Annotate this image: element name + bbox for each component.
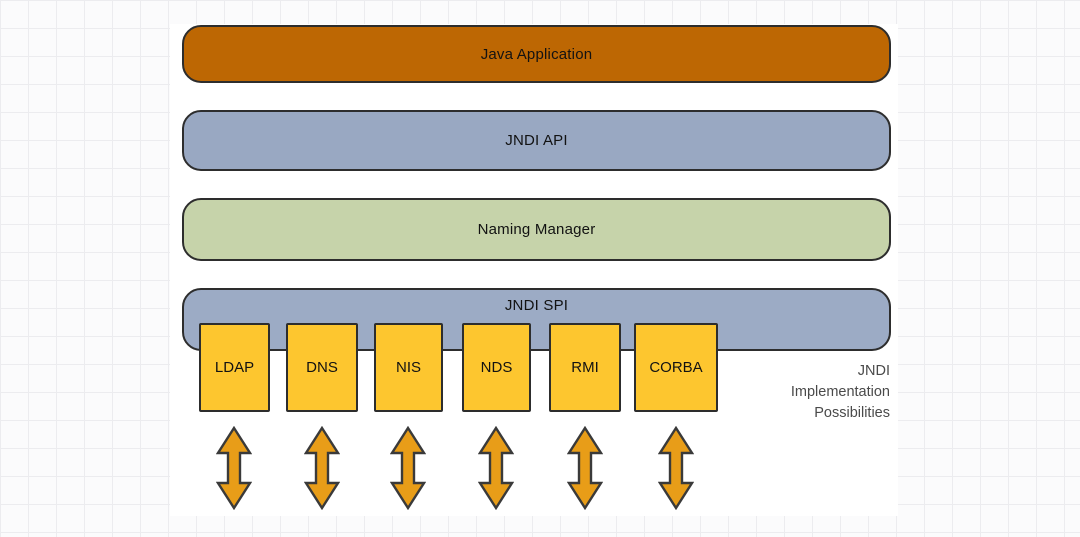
annotation-line-3: Possibilities [814, 405, 890, 421]
impl-box-rmi-label: RMI [571, 359, 599, 376]
impl-box-ldap: LDAP [199, 323, 270, 412]
layer-java-application: Java Application [182, 25, 891, 83]
up-down-arrow-icon [478, 426, 514, 510]
annotation-line-1: JNDI [857, 363, 890, 379]
diagram-background [170, 24, 898, 516]
layer-jndi-api-label: JNDI API [505, 132, 568, 149]
layer-java-application-label: Java Application [480, 45, 593, 63]
layer-naming-manager-label: Naming Manager [477, 221, 596, 238]
jndi-implementation-annotation: JNDI Implementation Possibilities [791, 361, 890, 424]
up-down-arrow-icon [658, 426, 694, 510]
layer-jndi-spi-label: JNDI SPI [504, 297, 569, 314]
impl-box-nds: NDS [462, 323, 531, 412]
up-down-arrow-icon [304, 426, 340, 510]
impl-box-nis-label: NIS [395, 359, 421, 376]
layer-naming-manager: Naming Manager [182, 198, 891, 261]
up-down-arrow-icon [216, 426, 252, 510]
impl-box-dns-label: DNS [306, 359, 338, 376]
impl-box-nds-label: NDS [480, 359, 513, 376]
impl-box-ldap-label: LDAP [214, 359, 255, 376]
annotation-line-2: Implementation [790, 384, 890, 400]
layer-jndi-api: JNDI API [182, 110, 891, 171]
up-down-arrow-icon [390, 426, 426, 510]
impl-box-corba: CORBA [634, 323, 718, 412]
up-down-arrow-icon [567, 426, 603, 510]
impl-box-rmi: RMI [549, 323, 621, 412]
impl-box-corba-label: CORBA [649, 359, 703, 376]
impl-box-dns: DNS [286, 323, 358, 412]
impl-box-nis: NIS [374, 323, 443, 412]
